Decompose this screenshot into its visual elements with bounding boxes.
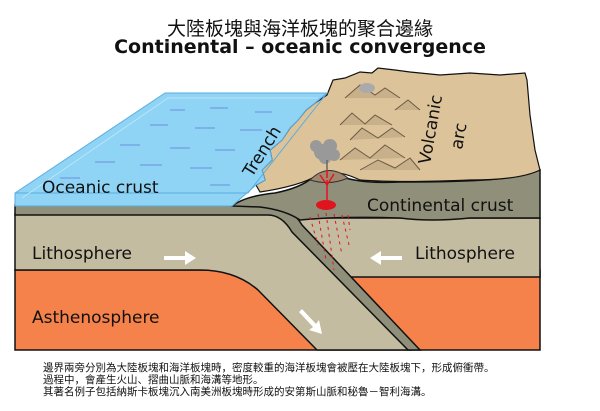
label-oceanic-crust: Oceanic crust bbox=[42, 178, 159, 198]
caption-line: 邊界兩旁分別為大陸板塊和海洋板塊時，密度較重的海洋板塊會被壓在大陸板塊下，形成俯… bbox=[43, 362, 495, 374]
label-asthenosphere: Asthenosphere bbox=[32, 308, 160, 328]
ash-cloud-icon bbox=[310, 139, 340, 164]
label-lithosphere-left: Lithosphere bbox=[32, 244, 132, 264]
magma-chamber bbox=[316, 200, 336, 210]
label-lithosphere-right: Lithosphere bbox=[415, 244, 515, 264]
mountain-ridges bbox=[339, 84, 421, 171]
magma-conduit bbox=[319, 170, 335, 200]
continental-crust bbox=[229, 169, 541, 221]
title-chinese: 大陸板塊與海洋板塊的聚合邊緣 bbox=[166, 18, 433, 40]
volcano-cone bbox=[309, 170, 349, 184]
title-english: Continental – oceanic convergence bbox=[114, 36, 486, 58]
caption: 邊界兩旁分別為大陸板塊和海洋板塊時，密度較重的海洋板塊會被壓在大陸板塊下，形成俯… bbox=[43, 362, 495, 398]
caption-line: 過程中，會產生火山、摺曲山脈和海溝等地形。 bbox=[43, 374, 264, 386]
arrow-right-icon bbox=[164, 251, 196, 265]
distant-ash-cloud bbox=[359, 83, 375, 93]
caption-line: 其著名例子包括納斯卡板塊沉入南美洲板塊時形成的安第斯山脈和秘魯－智利海溝。 bbox=[43, 386, 432, 398]
ocean-water bbox=[14, 92, 329, 207]
label-continental-crust: Continental crust bbox=[367, 196, 514, 216]
arrow-left-icon bbox=[370, 251, 402, 265]
rising-magma-dashes bbox=[309, 212, 351, 271]
continental-land-surface bbox=[255, 67, 541, 193]
arrow-down-right-icon bbox=[299, 309, 322, 334]
water-ripples bbox=[60, 107, 272, 186]
label-arc: arc bbox=[447, 121, 471, 150]
